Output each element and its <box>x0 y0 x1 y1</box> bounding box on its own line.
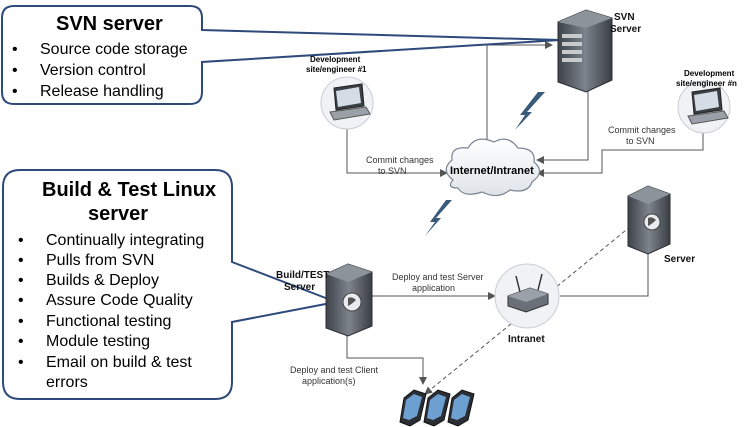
edge-label-commit1: to SVN <box>378 166 407 176</box>
bullet-icon: • <box>18 232 24 249</box>
cloud-icon <box>445 138 541 197</box>
build-callout-item: Email on build & test <box>46 354 192 371</box>
intranet-label: Intranet <box>508 334 545 345</box>
edge-cloud-to-svn <box>486 41 553 150</box>
edge-label-deploy-client: application(s) <box>302 376 356 386</box>
build-callout-title: Build & Test Linux <box>42 179 216 201</box>
devn-label: Development <box>684 69 735 78</box>
phone-icon <box>447 389 475 427</box>
build-callout: Build & Test Linux server • Continually … <box>2 169 340 400</box>
edge-svn-to-cloud <box>536 90 589 164</box>
edge-label-deploy-server: Deploy and test Server <box>392 272 484 282</box>
svn-callout-title: SVN server <box>56 13 163 35</box>
bullet-icon: • <box>18 333 24 350</box>
build-callout-item: Functional testing <box>46 313 171 330</box>
bullet-icon: • <box>18 292 24 309</box>
svn-callout-item: Source code storage <box>40 41 188 58</box>
svn-server-label: Server <box>610 24 641 35</box>
server-label: Server <box>664 254 695 265</box>
build-callout-item: Assure Code Quality <box>46 292 193 309</box>
svn-callout: SVN server • Source code storage • Versi… <box>1 5 561 105</box>
build-server-icon <box>325 263 373 337</box>
dev1-label: site/engineer #1 <box>306 65 367 74</box>
build-server-label: Build/TEST <box>276 270 329 281</box>
build-callout-item: Builds & Deploy <box>46 272 159 289</box>
edge-dev1-to-cloud <box>346 128 448 177</box>
laptop-icon <box>677 80 731 134</box>
svn-server-label: SVN <box>614 12 635 23</box>
build-callout-item: errors <box>46 374 88 391</box>
build-callout-item: Pulls from SVN <box>46 252 154 269</box>
bullet-icon: • <box>12 41 18 58</box>
bullet-icon: • <box>12 62 18 79</box>
build-callout-item: Module testing <box>46 333 150 350</box>
bullet-icon: • <box>18 252 24 269</box>
devn-label: site/engineer #n <box>676 79 737 88</box>
phone-icon <box>423 389 451 427</box>
svn-callout-item: Version control <box>40 62 146 79</box>
svn-callout-item: Release handling <box>40 83 164 100</box>
lightning-icon <box>425 200 452 236</box>
build-server-label: Server <box>284 282 315 293</box>
edge-devn-to-cloud <box>536 128 704 177</box>
phone-icon <box>399 389 427 427</box>
edge-label-commitn: Commit changes <box>608 125 676 135</box>
bullet-icon: • <box>12 83 18 100</box>
edge-label-commit1: Commit changes <box>366 155 434 165</box>
edge-label-deploy-server: application <box>412 283 455 293</box>
dev1-label: Development <box>310 55 361 64</box>
bullet-icon: • <box>18 313 24 330</box>
cloud-label: Internet/Intranet <box>450 165 534 177</box>
server-icon <box>627 185 671 255</box>
laptop-icon <box>320 76 374 130</box>
edge-label-deploy-client: Deploy and test Client <box>290 365 379 375</box>
bullet-icon: • <box>18 272 24 289</box>
svn-server-icon <box>557 9 613 93</box>
edge-build-to-phones <box>346 330 427 385</box>
connections <box>346 41 704 395</box>
build-callout-item: Continually integrating <box>46 232 204 249</box>
edge-router-to-server <box>560 252 649 297</box>
router-icon <box>494 263 560 329</box>
lightning-icon <box>515 92 545 130</box>
bullet-icon: • <box>18 354 24 371</box>
edge-label-commitn: to SVN <box>626 136 655 146</box>
build-callout-title: server <box>88 203 148 225</box>
